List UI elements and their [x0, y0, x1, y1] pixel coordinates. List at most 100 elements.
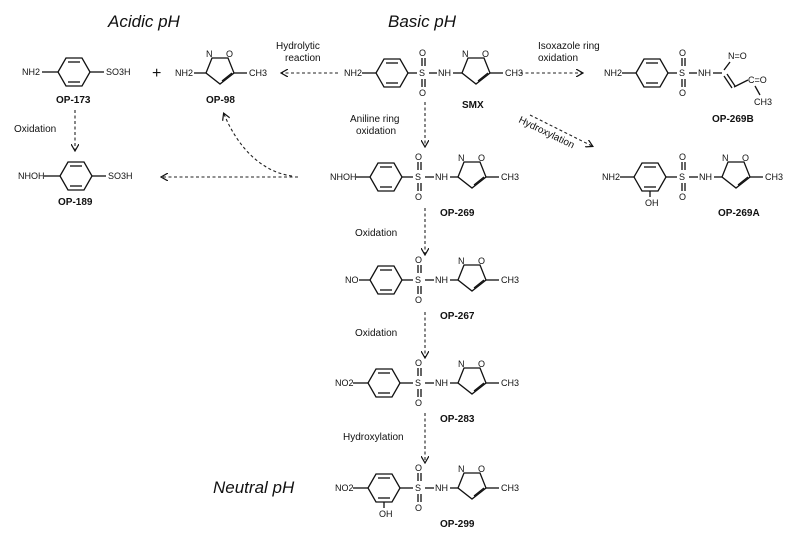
- op269-sulfur: S: [415, 172, 421, 182]
- header-acidic-ph: Acidic pH: [107, 12, 181, 31]
- isoxazole-ring: [457, 367, 487, 395]
- op267-ring-oxygen: O: [478, 256, 485, 266]
- op269a-sulfur: S: [679, 172, 685, 182]
- op283-sulfur: S: [415, 378, 421, 388]
- op269a-sulfonyl-oxygen-bottom: O: [679, 192, 686, 202]
- op269a-ring-nitrogen: N: [722, 153, 729, 163]
- op283-nitro-group: NO2: [335, 378, 354, 388]
- smx-sulfonamide-nh: NH: [438, 68, 451, 78]
- isoxazole-ring: [457, 161, 487, 189]
- op269b-label: OP-269B: [712, 114, 754, 125]
- op299-sulfonyl-oxygen-bottom: O: [415, 503, 422, 513]
- op299-sulfur: S: [415, 483, 421, 493]
- op98-ring-nitrogen: N: [206, 49, 213, 59]
- op173-sulfonic-acid-group: SO3H: [106, 67, 131, 77]
- op283-ring-nitrogen: N: [458, 359, 465, 369]
- label-hydroxylation: Hydroxylation: [343, 432, 404, 443]
- op269-hydroxylamine-group: NHOH: [330, 172, 357, 182]
- op269a-label: OP-269A: [718, 208, 760, 219]
- smx-amine-group: NH2: [344, 68, 362, 78]
- op269b-sulfonyl-oxygen-top: O: [679, 48, 686, 58]
- op189-label: OP-189: [58, 197, 93, 208]
- op98-methyl-group: CH3: [249, 68, 267, 78]
- compound-op-269: NHOH S O O NH N O CH3 OP-269: [330, 152, 519, 219]
- isoxazole-ring: [457, 264, 487, 292]
- op267-sulfonamide-nh: NH: [435, 275, 448, 285]
- isoxazole-ring: [721, 161, 751, 189]
- smx-label: SMX: [462, 100, 484, 111]
- isoxazole-ring: [457, 472, 487, 500]
- header-basic-ph: Basic pH: [388, 12, 457, 31]
- compound-op-189: NHOH SO3H OP-189: [18, 161, 133, 208]
- op269-sulfonyl-oxygen-bottom: O: [415, 192, 422, 202]
- label-oxidation-left: Oxidation: [14, 124, 56, 135]
- op283-ring-oxygen: O: [478, 359, 485, 369]
- op269b-amine-group: NH2: [604, 68, 622, 78]
- label-aniline-oxidation: oxidation: [356, 126, 396, 137]
- op269b-methyl-group: CH3: [754, 97, 772, 107]
- op189-sulfonic-acid-group: SO3H: [108, 171, 133, 181]
- op269b-nh: NH: [698, 68, 711, 78]
- smx-sulfonyl-oxygen-bottom: O: [419, 88, 426, 98]
- isoxazole-ring: [205, 57, 235, 85]
- op299-label: OP-299: [440, 519, 475, 530]
- plus-sign: +: [152, 65, 161, 82]
- op283-label: OP-283: [440, 414, 475, 425]
- op269b-carbonyl-group: C=O: [748, 75, 767, 85]
- label-oxidation-2: Oxidation: [355, 328, 397, 339]
- op267-methyl-group: CH3: [501, 275, 519, 285]
- op269a-methyl-group: CH3: [765, 172, 783, 182]
- op267-ring-nitrogen: N: [458, 256, 465, 266]
- op269-ring-nitrogen: N: [458, 153, 465, 163]
- op269-sulfonyl-oxygen-top: O: [415, 152, 422, 162]
- compound-op-283: NO2 S O O NH N O CH3 OP-283: [335, 358, 519, 425]
- label-hydrolytic: Hydrolytic: [276, 41, 320, 52]
- label-isoxazole-ring: Isoxazole ring: [538, 41, 600, 52]
- compound-smx: NH2 S O O NH N O CH3 SMX: [344, 48, 523, 111]
- op267-sulfur: S: [415, 275, 421, 285]
- isoxazole-ring: [461, 57, 491, 85]
- compound-op-267: NO S O O NH N O CH3 OP-267: [345, 255, 519, 322]
- op269b-sulfonyl-oxygen-bottom: O: [679, 88, 686, 98]
- op299-ring-oxygen: O: [478, 464, 485, 474]
- header-neutral-ph: Neutral pH: [213, 478, 295, 497]
- op269-label: OP-269: [440, 208, 475, 219]
- compound-op-299: NO2 OH S O O NH N O CH3 OP-299: [335, 463, 519, 530]
- op283-sulfonyl-oxygen-top: O: [415, 358, 422, 368]
- smx-methyl-group: CH3: [505, 68, 523, 78]
- op98-amine-group: NH2: [175, 68, 193, 78]
- op269-sulfonamide-nh: NH: [435, 172, 448, 182]
- op269a-hydroxyl-group: OH: [645, 198, 659, 208]
- op269a-sulfonyl-oxygen-top: O: [679, 152, 686, 162]
- op299-ring-nitrogen: N: [458, 464, 465, 474]
- op283-sulfonamide-nh: NH: [435, 378, 448, 388]
- op267-sulfonyl-oxygen-top: O: [415, 255, 422, 265]
- compound-op-269b: NH2 S O O NH N=O C=O CH3 OP-269B: [604, 48, 772, 125]
- smx-sulfur: S: [419, 68, 425, 78]
- op269-methyl-group: CH3: [501, 172, 519, 182]
- compound-op-173: NH2 SO3H OP-173: [22, 57, 131, 106]
- label-reaction: reaction: [285, 53, 321, 64]
- op267-sulfonyl-oxygen-bottom: O: [415, 295, 422, 305]
- arrow-hydroxylation-diagonal: [529, 114, 592, 146]
- op269a-ring-oxygen: O: [742, 153, 749, 163]
- op283-sulfonyl-oxygen-bottom: O: [415, 398, 422, 408]
- smx-ring-nitrogen: N: [462, 49, 469, 59]
- op283-methyl-group: CH3: [501, 378, 519, 388]
- op267-nitroso-group: NO: [345, 275, 359, 285]
- op269-ring-oxygen: O: [478, 153, 485, 163]
- label-aniline-ring: Aniline ring: [350, 114, 399, 125]
- op269a-sulfonamide-nh: NH: [699, 172, 712, 182]
- op189-hydroxylamine-group: NHOH: [18, 171, 45, 181]
- arrow-op269-to-op98: [224, 114, 293, 177]
- op173-label: OP-173: [56, 95, 91, 106]
- op267-label: OP-267: [440, 311, 475, 322]
- op299-hydroxyl-group: OH: [379, 509, 393, 519]
- label-oxidation-1: Oxidation: [355, 228, 397, 239]
- op269b-sulfur: S: [679, 68, 685, 78]
- op269b-nitroso-group: N=O: [728, 51, 747, 61]
- op269a-amine-group: NH2: [602, 172, 620, 182]
- op98-ring-oxygen: O: [226, 49, 233, 59]
- op98-label: OP-98: [206, 95, 235, 106]
